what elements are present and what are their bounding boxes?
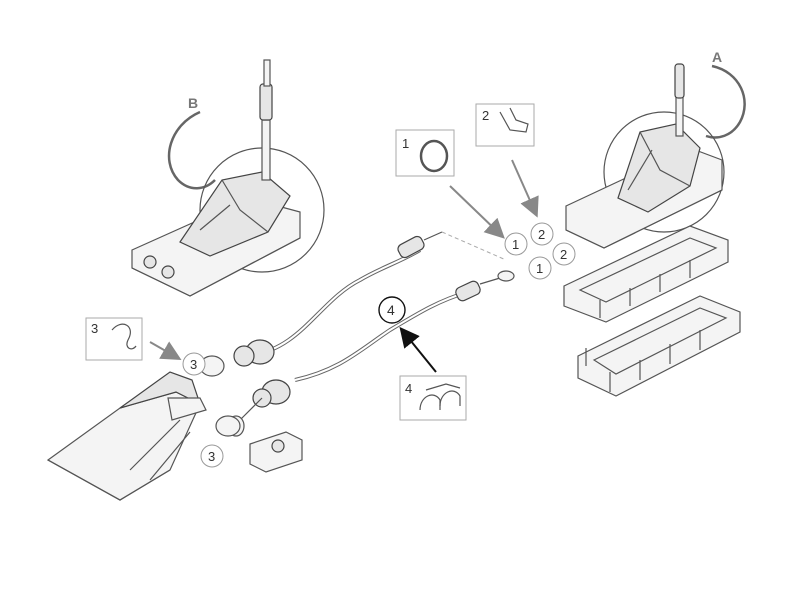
svg-text:1: 1: [512, 237, 519, 252]
view-a-hook-arrow: [705, 64, 746, 139]
svg-text:4: 4: [405, 381, 412, 396]
view-a-label: A: [712, 49, 722, 65]
svg-text:3: 3: [208, 449, 215, 464]
view-b-label: B: [188, 95, 198, 111]
svg-text:2: 2: [560, 247, 567, 262]
callout-box-4: 4: [399, 375, 467, 421]
upper-cable-end-fitting: [397, 235, 425, 259]
arrow-3-to-part: [149, 341, 182, 360]
svg-text:2: 2: [482, 108, 489, 123]
svg-text:4: 4: [387, 302, 395, 318]
svg-text:3: 3: [91, 321, 98, 336]
shifter-lever-b: [261, 119, 271, 181]
arrow-1-to-part: [449, 185, 505, 239]
callout-box-3: 3: [85, 317, 143, 361]
shifter-assembly-view-b: B: [131, 59, 325, 297]
cable-clip-icon: [419, 394, 441, 411]
bracket-arm: [119, 371, 202, 409]
svg-text:1: 1: [536, 261, 543, 276]
shift-cables: [199, 231, 515, 473]
callout-circle-3-upper: 3: [182, 352, 206, 376]
lower-bracket-assembly: [46, 371, 207, 501]
callout-circle-1-upper: 1: [504, 232, 528, 256]
svg-text:2: 2: [538, 227, 545, 242]
lower-cable-end-fitting: [455, 280, 481, 302]
gasket-frame-upper: [563, 225, 729, 323]
arrow-2-to-part: [511, 159, 539, 218]
view-b-hook-arrow: [167, 110, 216, 190]
callout-circle-2-lower: 2: [552, 242, 576, 266]
shifter-lever-a: [675, 95, 684, 137]
callout-box-2: 2: [475, 103, 535, 147]
callout-box-1: 1: [395, 129, 455, 177]
arrow-4-to-part: [399, 326, 437, 373]
svg-text:3: 3: [190, 357, 197, 372]
gasket-frame-lower: [577, 295, 741, 397]
view-a-detail-circle: [603, 111, 725, 233]
o-ring-icon: [419, 139, 449, 173]
shifter-assembly-view-a: A: [563, 49, 746, 397]
shifter-lever-knob-b: [259, 83, 273, 121]
svg-text:1: 1: [402, 136, 409, 151]
callout-circle-4: 4: [378, 296, 406, 324]
retaining-clip-icon: [499, 107, 529, 133]
shifter-lever-knob-a: [674, 63, 685, 99]
callout-circle-3-lower: 3: [200, 444, 224, 468]
callout-circle-2-upper: 2: [530, 222, 554, 246]
cable-eye-end: [497, 270, 515, 282]
spring-clip-icon: [111, 323, 137, 350]
callout-circle-1-lower: 1: [528, 256, 552, 280]
